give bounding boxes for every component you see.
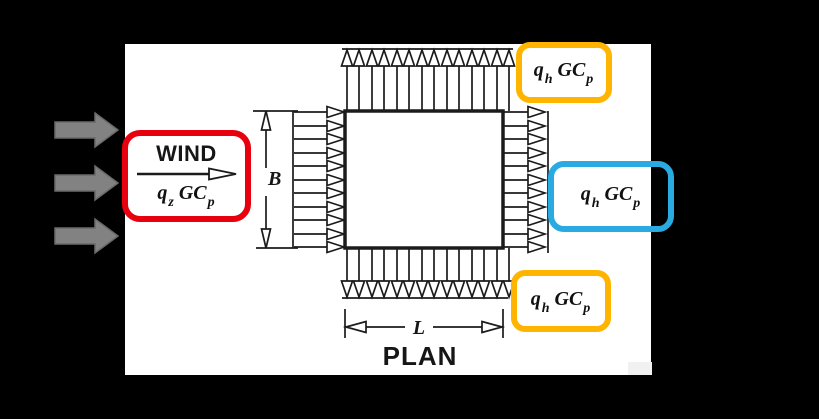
suction-arrow: [365, 247, 379, 298]
suction-arrow: [390, 49, 404, 112]
suction-arrow: [502, 200, 546, 214]
building-outline: [343, 109, 505, 250]
suction-arrow: [365, 49, 379, 112]
formula-gc: GC: [604, 183, 633, 205]
formula-sub-z: z: [168, 194, 174, 210]
suction-arrow: [490, 49, 504, 112]
pressure-arrow: [293, 240, 345, 254]
pressure-arrow: [293, 159, 345, 173]
pressure-arrow: [293, 200, 345, 214]
formula-sub-p: p: [583, 300, 591, 316]
suction-arrow: [402, 49, 416, 112]
wind-label: WIND: [156, 140, 217, 166]
suction-arrow: [415, 247, 429, 298]
plan-caption: PLAN: [383, 341, 458, 371]
formula-q: q: [580, 183, 591, 205]
breadth-dimension-label: B: [267, 168, 281, 190]
pressure-arrow: [293, 173, 345, 187]
suction-arrow: [390, 247, 404, 298]
formula-sub-h: h: [541, 300, 550, 316]
side-arrows-top-group: [340, 48, 516, 112]
suction-arrow: [377, 49, 391, 112]
formula-q: q: [533, 59, 544, 81]
side-pressure-formula: qh GCp: [580, 183, 642, 211]
length-dimension-label: L: [412, 317, 425, 339]
suction-arrow: [402, 247, 416, 298]
suction-arrow: [502, 146, 546, 160]
suction-arrow: [377, 247, 391, 298]
pressure-arrow: [293, 227, 345, 241]
suction-arrow: [427, 247, 441, 298]
pressure-arrow: [293, 105, 345, 119]
suction-arrow: [340, 247, 354, 298]
suction-arrow: [440, 49, 454, 112]
suction-arrow: [340, 49, 354, 112]
suction-arrow: [352, 247, 366, 298]
formula-gc: GC: [554, 287, 583, 310]
formula-sub-p: p: [207, 194, 215, 210]
formula-sub-h: h: [544, 72, 553, 87]
suction-arrow: [502, 173, 546, 187]
pressure-arrow: [293, 146, 345, 160]
wind-direction-arrow-icon: [136, 166, 236, 181]
suction-arrow: [502, 213, 546, 227]
formula-sub-h: h: [591, 196, 600, 211]
suction-arrow: [490, 247, 504, 298]
formula-q: q: [530, 287, 541, 310]
leeward-arrows-group: [502, 105, 549, 254]
side-pressure-formula: qh GCp: [533, 59, 595, 87]
suction-arrow: [502, 119, 546, 133]
pressure-arrow: [293, 186, 345, 200]
suction-arrow: [502, 49, 516, 112]
suction-arrow: [465, 247, 479, 298]
formula-sub-p: p: [633, 196, 641, 211]
suction-arrow: [427, 49, 441, 112]
wind-flow-arrow-icon: [54, 111, 120, 149]
pressure-arrow: [293, 132, 345, 146]
formula-q: q: [157, 181, 168, 204]
pressure-arrow: [293, 119, 345, 133]
suction-arrow: [452, 49, 466, 112]
formula-sub-p: p: [586, 72, 594, 87]
suction-arrow: [452, 247, 466, 298]
formula-gc: GC: [178, 181, 207, 204]
suction-arrow: [502, 227, 546, 241]
suction-arrow: [502, 186, 546, 200]
suction-arrow: [502, 132, 546, 146]
side-arrows-bottom-group: [340, 247, 516, 299]
windward-arrows-group: [292, 105, 345, 254]
suction-arrow: [465, 49, 479, 112]
suction-arrow: [352, 49, 366, 112]
watermark-remnant: [628, 362, 652, 375]
suction-arrow: [440, 247, 454, 298]
suction-arrow: [502, 159, 546, 173]
suction-arrow: [477, 247, 491, 298]
wind-flow-arrow-icon: [54, 217, 120, 255]
wind-flow-arrows: [54, 111, 120, 255]
breadth-dimension: B: [253, 110, 298, 249]
side-pressure-callout-top: qh GCp: [516, 42, 612, 103]
suction-arrow: [477, 49, 491, 112]
formula-gc: GC: [557, 59, 586, 81]
leeward-pressure-callout: qh GCp: [548, 161, 674, 232]
wind-flow-arrow-icon: [54, 164, 120, 202]
length-dimension: L: [342, 309, 506, 339]
suction-arrow: [415, 49, 429, 112]
pressure-arrow: [293, 213, 345, 227]
